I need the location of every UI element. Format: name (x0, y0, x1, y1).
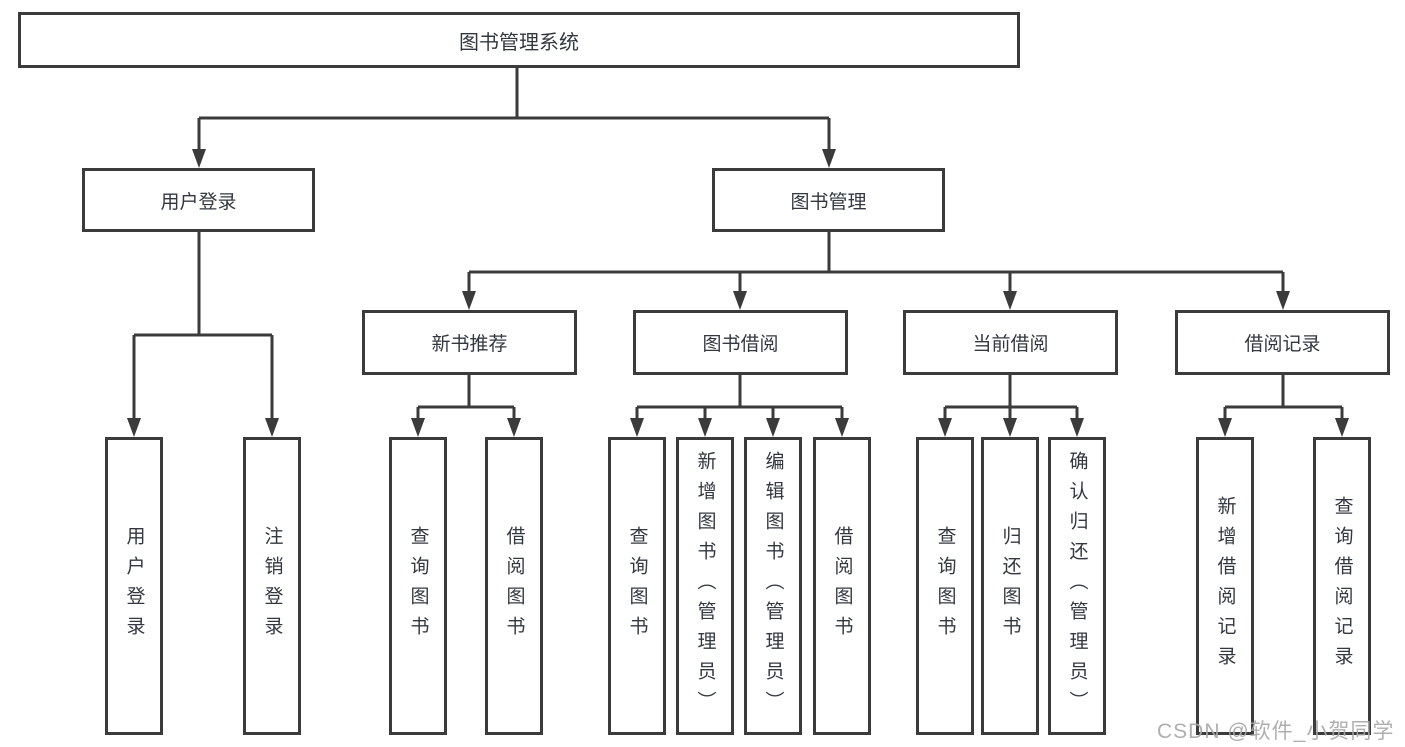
arrowhead-icon (630, 418, 644, 437)
arrowhead-icon (1070, 418, 1084, 437)
leaf-label: 新增借阅记录 (1214, 496, 1236, 676)
leaf-query-books-current: 查询图书 (916, 437, 974, 735)
arrowhead-icon (411, 418, 425, 437)
connector-root-to-level2 (197, 68, 831, 153)
connector-borrow-records-children (1223, 375, 1344, 422)
connector-book-management-children (467, 232, 1285, 295)
leaf-query-borrow-record: 查询借阅记录 (1313, 437, 1371, 735)
connector-user-login-children (132, 232, 274, 422)
node-current-borrowing: 当前借阅 (903, 310, 1118, 375)
node-book-management: 图书管理 (712, 168, 945, 232)
leaf-add-books-admin: 新增图书（管理员） (676, 437, 734, 735)
leaf-label: 借阅图书 (503, 526, 525, 646)
arrowhead-icon (766, 418, 780, 437)
leaf-label: 查询借阅记录 (1331, 496, 1353, 676)
leaf-label: 归还图书 (999, 526, 1021, 646)
leaf-label: 查询图书 (407, 526, 429, 646)
arrowhead-icon (822, 149, 836, 168)
leaf-label: 查询图书 (626, 526, 648, 646)
arrowhead-icon (265, 418, 279, 437)
leaf-label: 新增图书（管理员） (694, 451, 716, 721)
arrowhead-icon (127, 418, 141, 437)
arrowhead-icon (507, 418, 521, 437)
leaf-borrow-books-recommend: 借阅图书 (485, 437, 543, 735)
arrowhead-icon (1003, 418, 1017, 437)
leaf-query-books-borrow: 查询图书 (608, 437, 666, 735)
node-new-book-recommendation: 新书推荐 (362, 310, 577, 375)
leaf-user-login: 用户登录 (105, 437, 163, 735)
leaf-label: 确认归还（管理员） (1066, 451, 1088, 721)
leaf-label: 注销登录 (261, 526, 283, 646)
leaf-label: 用户登录 (123, 526, 145, 646)
leaf-query-books-recommend: 查询图书 (389, 437, 447, 735)
arrowhead-icon (835, 418, 849, 437)
connector-book-borrow-children (635, 375, 844, 422)
leaf-confirm-return-admin: 确认归还（管理员） (1048, 437, 1106, 735)
leaf-return-books: 归还图书 (981, 437, 1039, 735)
arrowhead-icon (1003, 291, 1017, 310)
node-user-login: 用户登录 (82, 168, 315, 232)
node-book-borrowing: 图书借阅 (633, 310, 848, 375)
arrowhead-icon (462, 291, 476, 310)
leaf-edit-books-admin: 编辑图书（管理员） (744, 437, 802, 735)
leaf-borrow-books: 借阅图书 (813, 437, 871, 735)
csdn-watermark: CSDN @软件_小贺同学 (1157, 720, 1395, 743)
node-library-management-system: 图书管理系统 (18, 12, 1020, 68)
leaf-logout: 注销登录 (243, 437, 301, 735)
arrowhead-icon (938, 418, 952, 437)
connector-new-book-children (416, 375, 516, 422)
arrowhead-icon (192, 149, 206, 168)
leaf-add-borrow-record: 新增借阅记录 (1196, 437, 1254, 735)
leaf-label: 编辑图书（管理员） (762, 451, 784, 721)
arrowhead-icon (698, 418, 712, 437)
leaf-label: 借阅图书 (831, 526, 853, 646)
connector-current-borrow-children (943, 375, 1079, 422)
arrowhead-icon (733, 291, 747, 310)
leaf-label: 查询图书 (934, 526, 956, 646)
arrowhead-icon (1335, 418, 1349, 437)
node-borrowing-records: 借阅记录 (1175, 310, 1390, 375)
arrowhead-icon (1276, 291, 1290, 310)
arrowhead-icon (1218, 418, 1232, 437)
